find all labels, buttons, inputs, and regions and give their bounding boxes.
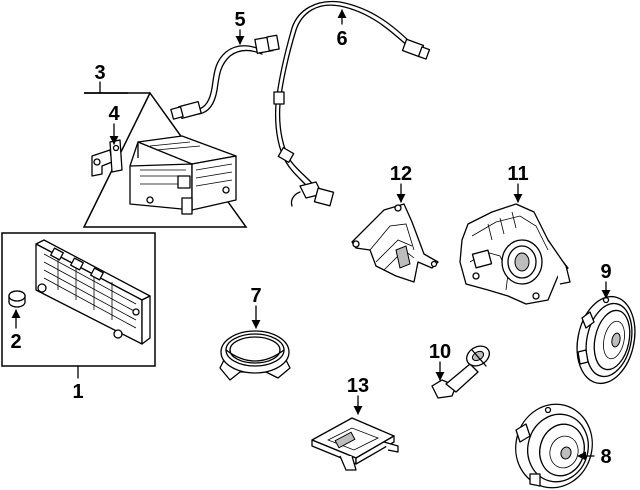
callout-5: 5 — [234, 9, 245, 31]
speaker-enclosure — [459, 203, 571, 305]
callout-10: 10 — [429, 341, 451, 363]
amplifier-module — [311, 417, 399, 471]
callout-8: 8 — [600, 446, 611, 468]
callout-13: 13 — [347, 375, 369, 397]
mounting-bracket — [91, 139, 123, 177]
small-tweeter — [431, 345, 490, 399]
display-module — [35, 239, 151, 345]
speaker-bracket — [351, 203, 439, 283]
woofer-speaker — [515, 403, 593, 489]
callout-1: 1 — [72, 381, 83, 403]
callout-6: 6 — [336, 28, 347, 50]
leader-lines — [11, 9, 611, 461]
wire-harness-short — [170, 34, 280, 120]
antenna-cable — [273, 0, 431, 207]
receiver-module — [129, 135, 237, 215]
callout-7: 7 — [250, 285, 261, 307]
callout-9: 9 — [600, 261, 611, 283]
door-speaker — [576, 295, 636, 385]
callout-2: 2 — [10, 331, 21, 353]
callout-3: 3 — [94, 62, 105, 84]
callout-12: 12 — [390, 163, 412, 185]
callout-numbers: 1 2 3 4 5 6 7 8 9 10 11 12 13 — [10, 9, 611, 468]
tweeter-speaker — [219, 330, 291, 381]
callout-4: 4 — [108, 103, 120, 125]
knob — [8, 290, 26, 308]
callout-11: 11 — [507, 163, 528, 185]
